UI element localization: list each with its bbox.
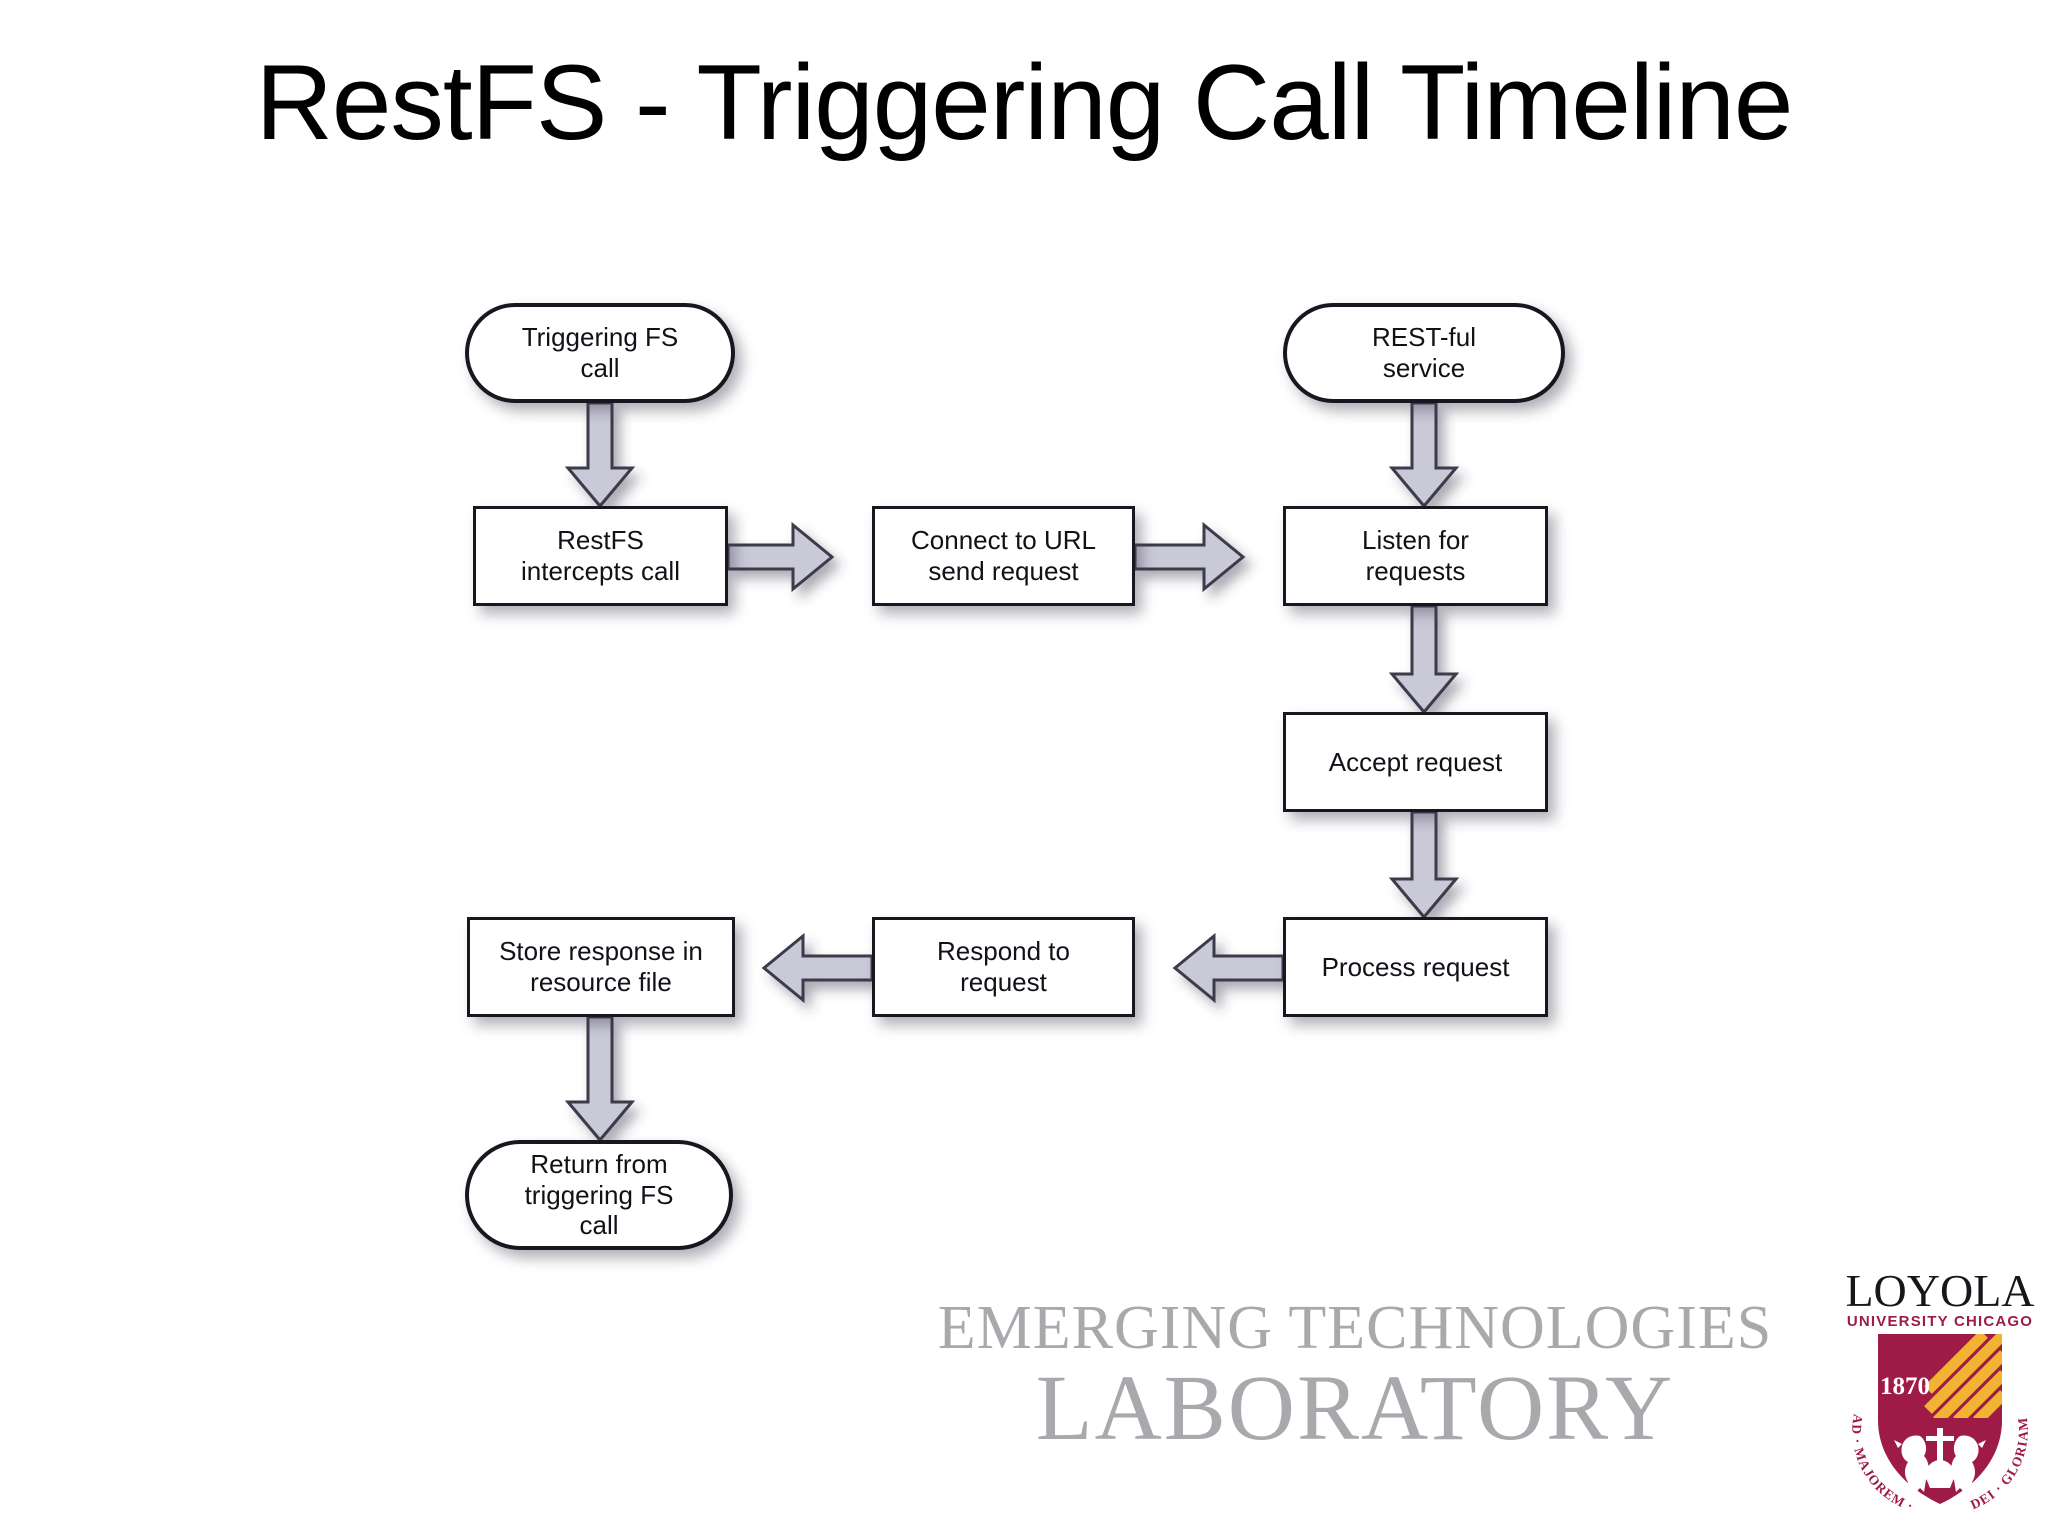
loyola-subtitle: UNIVERSITY CHICAGO [1846, 1313, 2034, 1330]
edge-layer [564, 401, 1460, 1143]
node-triggering-fs-call[interactable]: Triggering FS call [465, 303, 735, 403]
node-label: RestFS intercepts call [521, 525, 680, 586]
lab-wordmark-line2: LABORATORY [1035, 1356, 1675, 1460]
node-respond-to-request[interactable]: Respond to request [872, 917, 1135, 1017]
shield-year: 1870 [1880, 1373, 1930, 1400]
node-label: Triggering FS call [521, 322, 679, 383]
node-return-from-triggering-fs-call[interactable]: Return from triggering FS call [465, 1140, 733, 1250]
node-label: Return from triggering FS call [524, 1148, 674, 1241]
node-label: Respond to request [937, 936, 1070, 997]
shield-center-emblem [1926, 1428, 1954, 1488]
loyola-shield-icon: 1870 AD · MAJOREM · DEI · [1849, 1334, 2030, 1514]
arrow-store-to-return [564, 1015, 636, 1143]
node-connect-to-url[interactable]: Connect to URL send request [872, 506, 1135, 606]
shield-lion-right-icon [1951, 1435, 1986, 1494]
arrow-restfs-to-connect [726, 521, 835, 593]
lab-wordmark-line1: EMERGING TECHNOLOGIES [937, 1294, 1773, 1362]
arrow-trigger-to-restfs [564, 401, 636, 509]
node-listen-for-requests[interactable]: Listen for requests [1283, 506, 1548, 606]
node-label: Store response in resource file [499, 936, 703, 997]
arrow-listen-to-accept [1388, 604, 1460, 715]
loyola-wordmark: LOYOLA [1845, 1265, 2035, 1316]
node-label: Process request [1321, 951, 1510, 982]
arrow-respond-to-store [761, 932, 874, 1004]
arrow-accept-to-process [1388, 810, 1460, 920]
shield-gold-stripes [1924, 1334, 2002, 1426]
node-process-request[interactable]: Process request [1283, 917, 1548, 1017]
node-store-response[interactable]: Store response in resource file [467, 917, 735, 1017]
node-restful-service[interactable]: REST-ful service [1283, 303, 1565, 403]
shield-lion-left-icon [1894, 1435, 1929, 1494]
page-title: RestFS - Triggering Call Timeline [255, 42, 1794, 162]
node-label: Connect to URL send request [911, 525, 1096, 586]
node-accept-request[interactable]: Accept request [1283, 712, 1548, 812]
node-restfs-intercepts-call[interactable]: RestFS intercepts call [473, 506, 728, 606]
arrow-connect-to-listen [1133, 521, 1246, 593]
node-label: Accept request [1328, 746, 1503, 777]
arrow-service-to-listen [1388, 401, 1460, 509]
loyola-logo: LOYOLA UNIVERSITY CHICAGO [1842, 1268, 2038, 1520]
node-label: Listen for requests [1362, 525, 1469, 586]
lab-wordmark: EMERGING TECHNOLOGIES LABORATORY [915, 1294, 1795, 1460]
arrow-process-to-respond [1172, 932, 1285, 1004]
node-label: REST-ful service [1371, 322, 1477, 383]
